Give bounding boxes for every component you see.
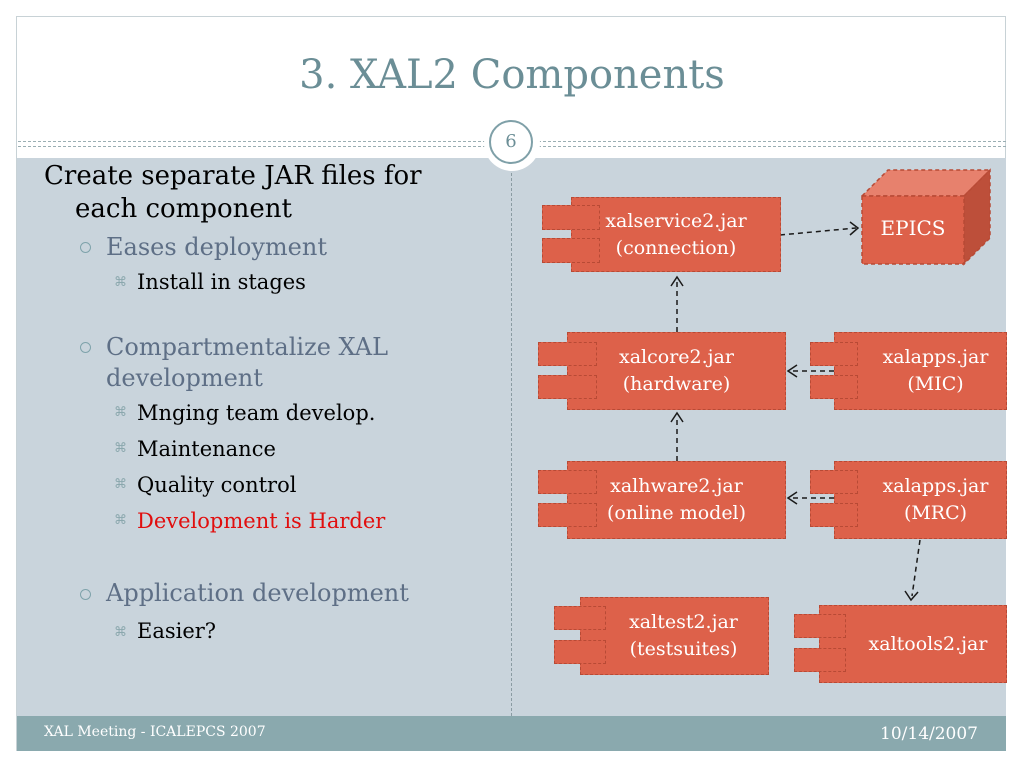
bullet-eases-deployment: Eases deployment	[106, 233, 327, 261]
xaltest-name: xaltest2.jar	[629, 611, 738, 633]
component-xalservice: xalservice2.jar (connection)	[571, 197, 781, 272]
arrowhead-hware-icon	[786, 491, 798, 505]
component-tab	[538, 375, 597, 399]
bullet-create-jar-line1: Create separate JAR files for	[44, 161, 422, 191]
bullet-create-jar-line2: each component	[75, 194, 292, 224]
bullet-development-harder: Development is Harder	[137, 509, 386, 533]
epics-node	[860, 168, 992, 266]
component-tab	[794, 648, 846, 672]
footer-event: XAL Meeting - ICALEPCS 2007	[44, 724, 266, 740]
component-tab	[538, 342, 597, 366]
component-tab	[554, 606, 606, 630]
component-tab	[542, 205, 600, 230]
footer-bar	[17, 716, 1006, 751]
cross-bullet-icon: ⌘	[114, 625, 127, 640]
arrow-service-to-epics	[779, 227, 857, 236]
bullet-maintenance: Maintenance	[137, 437, 276, 461]
cross-bullet-icon: ⌘	[114, 477, 127, 492]
component-xaltest: xaltest2.jar (testsuites)	[580, 597, 769, 675]
cross-bullet-icon: ⌘	[114, 441, 127, 456]
component-tab	[810, 375, 858, 399]
arrowhead-core-icon	[786, 364, 798, 378]
circle-bullet-icon	[80, 589, 91, 600]
circle-bullet-icon	[80, 342, 91, 353]
xalcore-role: (hardware)	[622, 373, 731, 395]
component-tab	[810, 342, 858, 366]
component-tab	[810, 470, 858, 494]
component-xalapps-mrc: xalapps.jar (MRC)	[834, 461, 1007, 539]
component-xaltools: xaltools2.jar	[819, 605, 1007, 683]
xalapps-mic-role: (MIC)	[907, 373, 964, 395]
component-tab	[538, 470, 597, 494]
arrowhead-core2-icon	[670, 411, 684, 423]
cross-bullet-icon: ⌘	[114, 513, 127, 528]
xalcore-name: xalcore2.jar	[619, 346, 734, 368]
xaltools-name: xaltools2.jar	[868, 632, 988, 655]
cross-bullet-icon: ⌘	[114, 275, 127, 290]
arrowhead-epics-icon	[849, 221, 860, 236]
bullet-easier: Easier?	[137, 619, 217, 643]
xalservice-name: xalservice2.jar	[605, 209, 747, 232]
bullet-quality-control: Quality control	[137, 473, 297, 497]
page-number: 6	[489, 120, 533, 164]
epics-label: EPICS	[880, 216, 946, 240]
component-xalapps-mic: xalapps.jar (MIC)	[834, 332, 1007, 410]
xalapps-mrc-role: (MRC)	[903, 502, 968, 524]
bullet-install-stages: Install in stages	[137, 270, 306, 294]
footer-date: 10/14/2007	[880, 724, 978, 744]
slide-title: 3. XAL2 Components	[299, 52, 725, 98]
cross-bullet-icon: ⌘	[114, 405, 127, 420]
component-xalhware: xalhware2.jar (online model)	[567, 461, 786, 539]
xalhware-name: xalhware2.jar	[610, 475, 743, 497]
bullet-application-development: Application development	[106, 579, 409, 607]
bullet-compartmentalize-line1: Compartmentalize XAL	[106, 333, 389, 361]
arrow-mrc-to-tools	[911, 539, 921, 597]
xalhware-role: (online model)	[606, 502, 747, 524]
xalservice-role: (connection)	[615, 236, 737, 259]
component-tab	[554, 640, 606, 664]
component-tab	[794, 614, 846, 638]
bullet-compartmentalize-line2: development	[106, 364, 263, 392]
bullet-team-develop: Mnging team develop.	[137, 401, 376, 425]
circle-bullet-icon	[80, 242, 91, 253]
component-tab	[810, 503, 858, 527]
component-tab	[542, 238, 600, 263]
column-divider	[511, 158, 512, 716]
component-tab	[538, 503, 597, 527]
xalapps-mic-name: xalapps.jar	[882, 346, 989, 368]
arrowhead-tools-icon	[904, 590, 919, 602]
xaltest-role: (testsuites)	[629, 638, 738, 660]
xalapps-mrc-name: xalapps.jar	[882, 475, 989, 497]
component-xalcore: xalcore2.jar (hardware)	[567, 332, 786, 410]
arrowhead-service-icon	[670, 275, 684, 287]
